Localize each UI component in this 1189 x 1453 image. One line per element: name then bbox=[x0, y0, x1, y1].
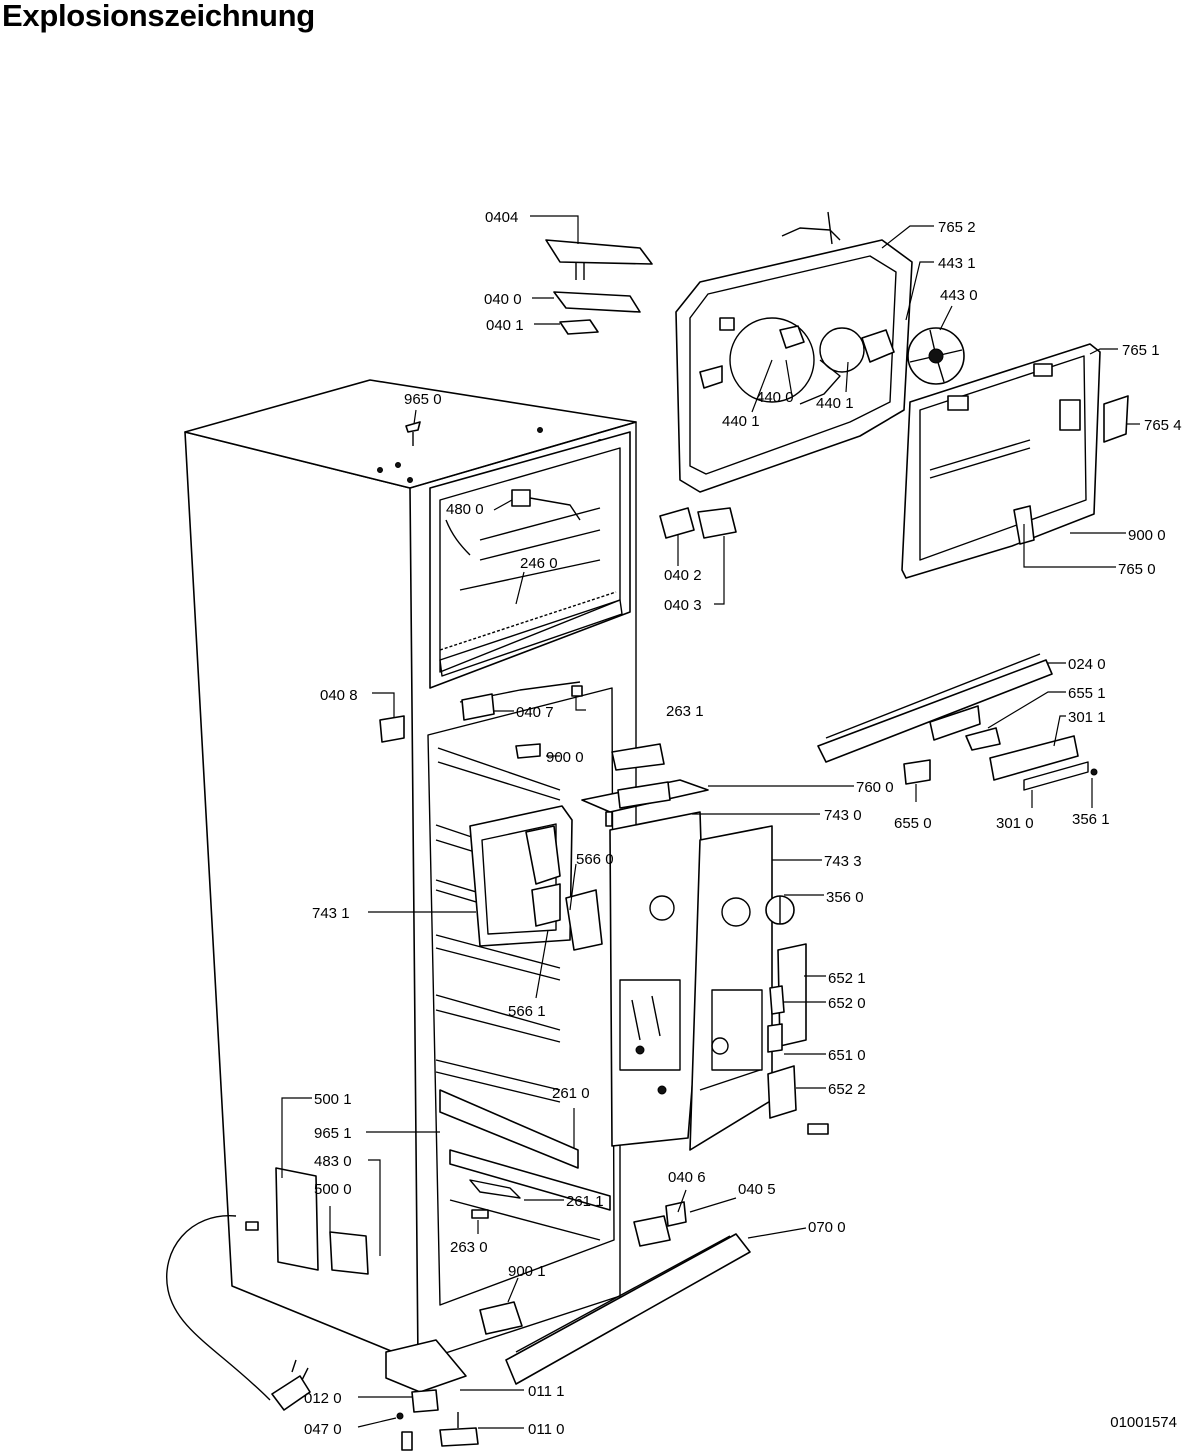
fan-blade bbox=[907, 327, 965, 385]
part-label-651-0: 651 0 bbox=[828, 1047, 866, 1064]
part-label-743-0: 743 0 bbox=[824, 807, 862, 824]
part-label-965-0: 965 0 bbox=[404, 391, 442, 408]
part-label-900-0-mid: 900 0 bbox=[546, 749, 584, 766]
thermostat-housing bbox=[469, 805, 603, 951]
compressor-parts bbox=[245, 1167, 521, 1275]
part-label-047-0: 047 0 bbox=[304, 1421, 342, 1438]
fridge-cabinet bbox=[184, 379, 637, 1363]
part-label-263-1: 263 1 bbox=[666, 703, 704, 720]
freezer-door-liner bbox=[675, 211, 913, 493]
leader-lines bbox=[281, 215, 1140, 1429]
part-label-443-1: 443 1 bbox=[938, 255, 976, 272]
part-label-0404: 0404 bbox=[485, 209, 518, 226]
part-label-011-0: 011 0 bbox=[528, 1421, 564, 1438]
part-label-012-0: 012 0 bbox=[304, 1390, 342, 1407]
part-label-743-3: 743 3 bbox=[824, 853, 862, 870]
part-label-040-5: 040 5 bbox=[738, 1181, 776, 1198]
part-label-566-1: 566 1 bbox=[508, 1003, 546, 1020]
part-label-480-0: 480 0 bbox=[446, 501, 484, 518]
bottom-grille bbox=[505, 1201, 751, 1385]
screw-parts bbox=[379, 421, 709, 827]
part-label-356-0: 356 0 bbox=[826, 889, 864, 906]
document-number: 01001574 bbox=[1110, 1414, 1177, 1431]
part-label-261-0: 261 0 bbox=[552, 1085, 590, 1102]
part-label-263-0: 263 0 bbox=[450, 1239, 488, 1256]
page-title: Explosionszeichnung bbox=[2, 0, 315, 33]
lamp-parts bbox=[767, 943, 829, 1135]
part-label-760-0: 760 0 bbox=[856, 779, 894, 796]
control-panel-front bbox=[689, 825, 773, 1151]
bottom-hinge-and-feet bbox=[385, 1301, 523, 1451]
part-label-440-0: 440 0 bbox=[756, 389, 794, 406]
part-label-566-0: 566 0 bbox=[576, 851, 614, 868]
thermostat-knob bbox=[765, 895, 795, 925]
part-label-440-1-right: 440 1 bbox=[816, 395, 854, 412]
part-label-900-1: 900 1 bbox=[508, 1263, 546, 1280]
freezer-compartment bbox=[429, 431, 631, 689]
part-label-900-0-top: 900 0 bbox=[1128, 527, 1166, 544]
air-damper-bar bbox=[817, 653, 1098, 791]
part-label-246-0: 246 0 bbox=[520, 555, 558, 572]
part-label-011-1: 011 1 bbox=[528, 1383, 564, 1400]
part-labels: 0404 765 2 443 1 443 0 040 0 040 1 765 1… bbox=[304, 209, 1182, 1438]
part-label-765-2: 765 2 bbox=[938, 219, 976, 236]
part-label-765-4: 765 4 bbox=[1144, 417, 1182, 434]
part-label-652-1: 652 1 bbox=[828, 970, 866, 987]
part-label-040-0: 040 0 bbox=[484, 291, 522, 308]
part-label-765-0: 765 0 bbox=[1118, 561, 1156, 578]
control-panel-rear bbox=[609, 811, 705, 1147]
power-cord bbox=[166, 1215, 311, 1411]
part-label-070-0: 070 0 bbox=[808, 1219, 846, 1236]
part-label-040-8: 040 8 bbox=[320, 687, 358, 704]
part-label-655-0: 655 0 bbox=[894, 815, 932, 832]
part-label-443-0: 443 0 bbox=[940, 287, 978, 304]
part-label-965-1: 965 1 bbox=[314, 1125, 352, 1142]
part-label-040-6: 040 6 bbox=[668, 1169, 706, 1186]
part-label-261-1: 261 1 bbox=[566, 1193, 604, 1210]
part-label-743-1: 743 1 bbox=[312, 905, 350, 922]
part-label-040-2: 040 2 bbox=[664, 567, 702, 584]
part-label-440-1-left: 440 1 bbox=[722, 413, 760, 430]
part-label-040-3: 040 3 bbox=[664, 597, 702, 614]
part-label-040-7: 040 7 bbox=[516, 704, 554, 721]
hinge-cover-parts bbox=[545, 239, 737, 539]
part-label-655-1: 655 1 bbox=[1068, 685, 1106, 702]
part-label-652-2: 652 2 bbox=[828, 1081, 866, 1098]
part-label-500-0: 500 0 bbox=[314, 1181, 352, 1198]
freezer-door-cover bbox=[901, 343, 1129, 579]
part-label-652-0: 652 0 bbox=[828, 995, 866, 1012]
part-label-483-0: 483 0 bbox=[314, 1153, 352, 1170]
part-label-500-1: 500 1 bbox=[314, 1091, 352, 1108]
part-label-301-1: 301 1 bbox=[1068, 709, 1106, 726]
part-label-301-0: 301 0 bbox=[996, 815, 1034, 832]
part-label-040-1: 040 1 bbox=[486, 317, 524, 334]
part-label-356-1: 356 1 bbox=[1072, 811, 1110, 828]
fridge-compartment bbox=[427, 681, 615, 1306]
part-label-765-1: 765 1 bbox=[1122, 342, 1160, 359]
part-label-024-0: 024 0 bbox=[1068, 656, 1106, 673]
